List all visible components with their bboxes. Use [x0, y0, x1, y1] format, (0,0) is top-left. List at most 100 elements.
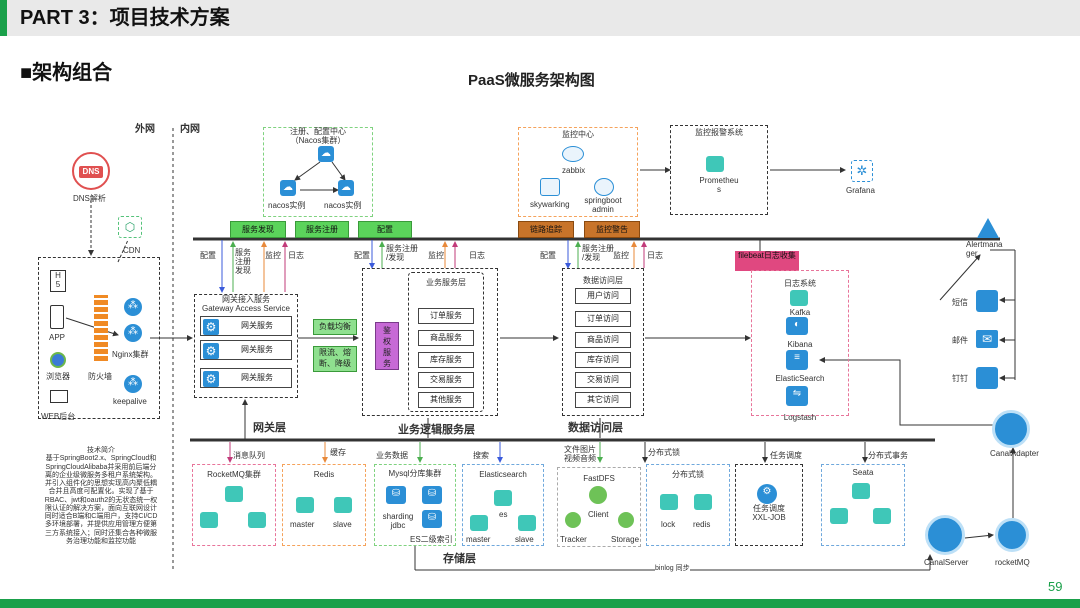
user-access: 用户访问	[575, 288, 631, 304]
search-label: 搜索	[473, 451, 489, 460]
biz-monitor-label: 监控	[428, 251, 444, 260]
gear-icon: ⚙	[203, 371, 219, 387]
rocketmq-label: rocketMQ	[995, 558, 1030, 567]
cdn-label: CDN	[123, 246, 141, 255]
nginx-label: Nginx集群	[112, 350, 149, 359]
data-access-title: 数据访问层	[583, 276, 623, 285]
nacos-node-icon-2: ☁	[338, 180, 354, 196]
alert-system-title: 监控报警系统	[695, 128, 743, 137]
gw-config-label: 配置	[200, 251, 216, 260]
tag-config: 配置	[358, 221, 412, 238]
canal-server-label: CanalServer	[924, 558, 969, 567]
firewall-icon	[94, 295, 108, 361]
data-register-label: 服务注册 /发现	[582, 244, 614, 263]
rate-limit-box: 限流、熔 断、降级	[313, 346, 357, 372]
mq-label: 消息队列	[233, 451, 265, 460]
rocketmq-cluster-title: RocketMQ集群	[207, 470, 261, 479]
prometheus-label: Prometheu s	[699, 176, 739, 195]
grafana-label: Grafana	[846, 186, 875, 195]
fastdfs-client-label: Client	[588, 510, 609, 519]
prometheus-icon	[706, 156, 724, 172]
other-access: 其它访问	[575, 392, 631, 408]
firewall-label: 防火墙	[88, 372, 112, 381]
auth-service: 鉴 权 服 务	[375, 322, 399, 370]
storage-icon	[618, 512, 634, 528]
app-label: APP	[49, 333, 66, 342]
canal-server-icon	[925, 515, 965, 555]
trade-access: 交易访问	[575, 372, 631, 388]
web-label: WEB后台	[41, 412, 76, 421]
h5-label: H 5	[55, 271, 61, 290]
nacos-node-icon-1: ☁	[280, 180, 296, 196]
dist-lock-label: 分布式锁	[648, 448, 680, 457]
redis-cluster	[282, 464, 366, 546]
fastdfs-cluster	[557, 467, 641, 547]
business-title: 业务服务层	[426, 278, 466, 287]
alert-system	[670, 125, 768, 215]
biz-register-label: 服务注册 /发现	[386, 244, 418, 263]
elasticsearch-cluster	[462, 464, 544, 546]
nacos-title: 注册、配置中心 （Nacos集群）	[290, 127, 346, 146]
canal-adapter-label: CanalAdapter	[990, 449, 1039, 458]
mysql-cluster	[374, 464, 456, 546]
redis-slave-icon	[334, 497, 352, 513]
rocketmq-icon	[995, 518, 1029, 552]
es-master-label: master	[466, 535, 491, 544]
dist-lock-cluster	[646, 464, 730, 546]
browser-label: 浏览器	[46, 372, 70, 381]
tracker-icon	[565, 512, 581, 528]
log-system-title: 日志系统	[784, 279, 816, 288]
nginx-node-icon-2: ⁂	[124, 324, 142, 342]
zabbix-label: zabbix	[562, 166, 586, 175]
binlog-label: binlog 同步	[655, 565, 690, 574]
data-log-label: 日志	[647, 251, 663, 260]
seata-title: Seata	[852, 468, 874, 477]
cache-label: 缓存	[330, 448, 346, 457]
springboot-admin-icon	[594, 178, 614, 196]
alertmanager-label: Alertmana ger	[966, 240, 1003, 259]
tag-trace: 链路追踪	[518, 221, 574, 238]
gateway-service-label: 网关服务	[241, 321, 273, 330]
header-accent-bar	[0, 0, 7, 36]
zabbix-icon	[562, 146, 584, 162]
nginx-node-icon-3: ⁂	[124, 375, 142, 393]
other-service: 其他服务	[418, 392, 474, 408]
tag-service-discovery: 服务发现	[230, 221, 286, 238]
dns-icon: DNS	[72, 152, 110, 190]
browser-icon	[50, 352, 66, 368]
redis-master-label: master	[290, 520, 315, 529]
diagram-title: PaaS微服务架构图	[468, 72, 595, 89]
storage-layer-label: 存储层	[443, 553, 476, 565]
es-master-icon	[470, 515, 488, 531]
footer-bar	[0, 599, 1080, 608]
gear-icon: ⚙	[203, 343, 219, 359]
inventory-access: 库存访问	[575, 352, 631, 368]
header-bar	[7, 0, 1080, 36]
kafka-label: Kafka	[789, 308, 811, 317]
biz-data-label: 业务数据	[376, 451, 408, 460]
files-label: 文件图片 视频音频	[564, 445, 596, 464]
data-access-box	[562, 268, 644, 416]
dist-tx-label: 分布式事务	[868, 451, 908, 460]
product-service: 商品服务	[418, 330, 474, 346]
lock-redis-label: redis	[693, 520, 711, 529]
rocketmq-node-icon-1	[225, 486, 243, 502]
gateway-service-label: 网关服务	[241, 345, 273, 354]
mysql-title: Mysql分库集群	[388, 469, 442, 478]
tag-filebeat: filebeat日志收集	[735, 251, 799, 271]
rocketmq-node-icon-3	[248, 512, 266, 528]
nacos-node-label-2: nacos实例	[324, 201, 362, 210]
kibana-label: Kibana	[787, 340, 813, 349]
elasticsearch-label: ElasticSearch	[775, 374, 825, 383]
rocketmq-cluster	[192, 464, 276, 546]
nacos-config-center	[263, 127, 373, 217]
gear-icon: ⚙	[203, 319, 219, 335]
cdn-icon: ⬡	[118, 216, 142, 238]
tech-intro: 技术简介 基于SpringBoot2.x、SpringCloud和 Spring…	[44, 447, 158, 545]
gateway-service-2: ⚙ 网关服务	[200, 340, 292, 360]
scheduling-label: 任务调度	[770, 451, 802, 460]
dingtalk-label: 钉钉	[952, 374, 968, 383]
fastdfs-storage-label: Storage	[611, 535, 640, 544]
log-system-box	[751, 270, 849, 416]
dns-label: DNS解析	[73, 194, 106, 203]
